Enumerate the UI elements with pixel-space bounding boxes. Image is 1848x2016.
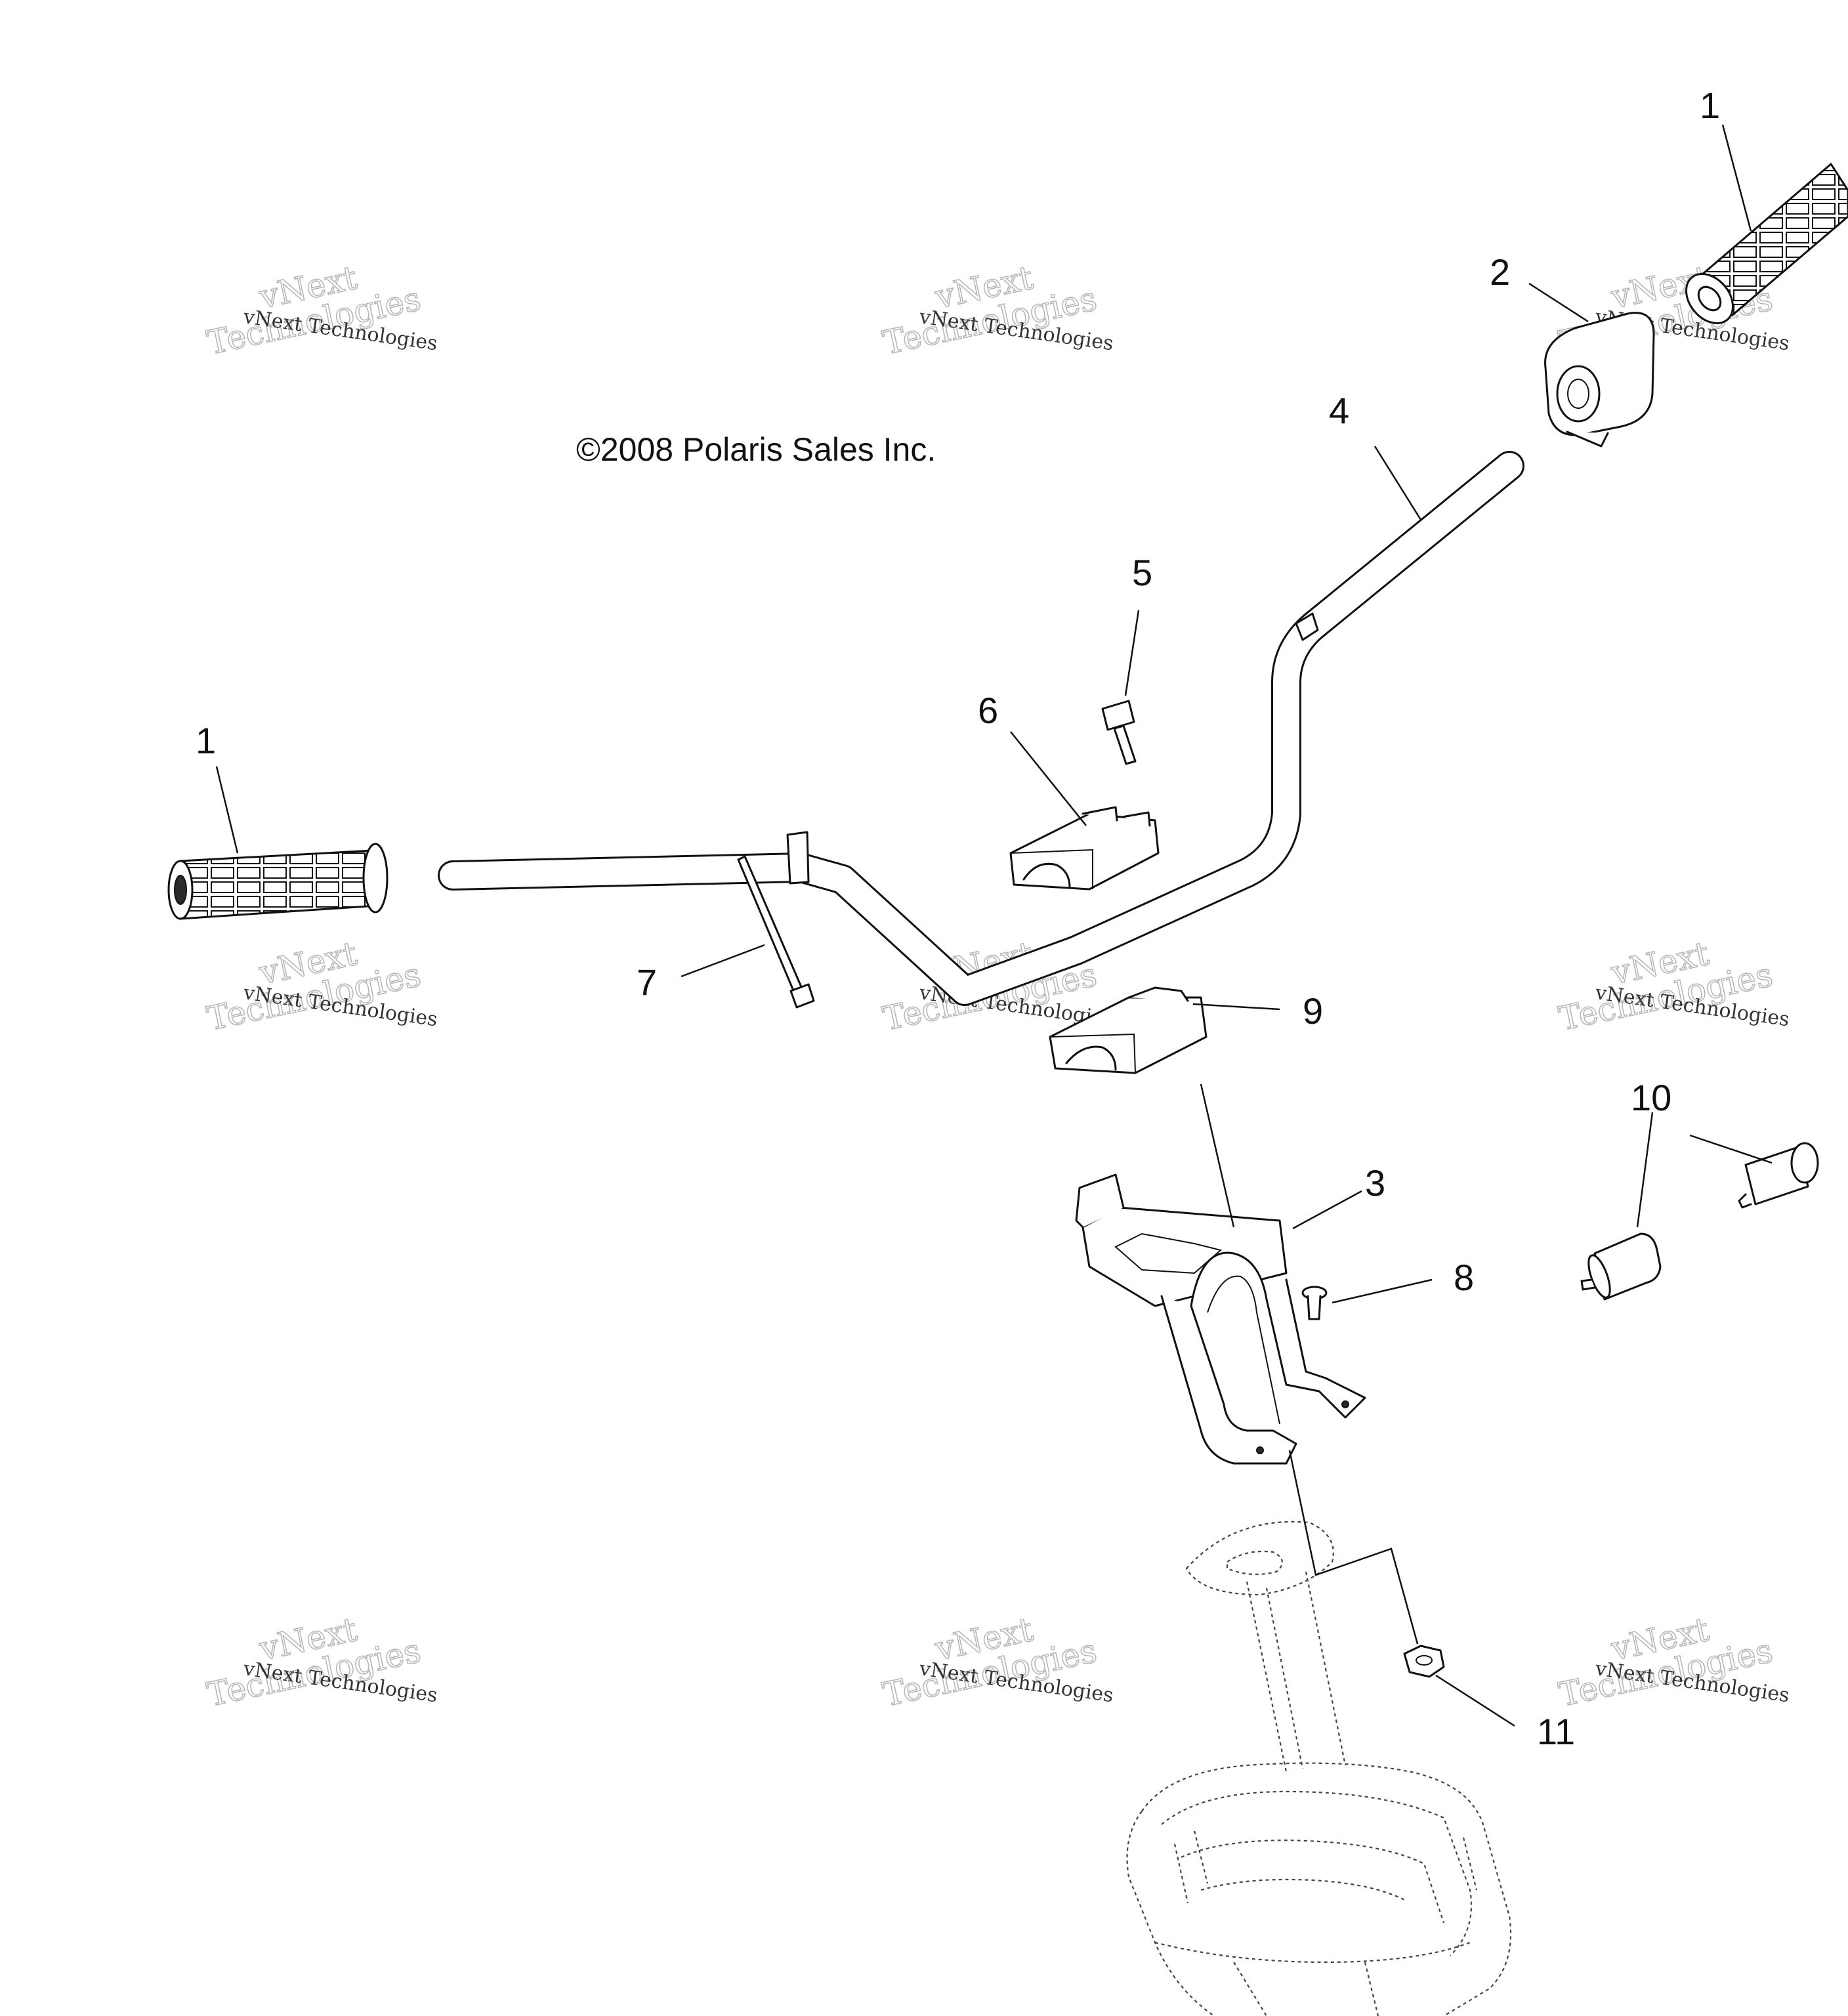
leader-lines	[215, 124, 1773, 1727]
watermark: vNext Technologies vNext Technologies	[203, 258, 439, 362]
callout-label: 7	[637, 961, 657, 1003]
watermark: vNext Technologies vNext Technologies	[1555, 934, 1791, 1038]
callout-label: 5	[1132, 552, 1152, 593]
watermark: vNext Technologies vNext Technologies	[1555, 1610, 1791, 1714]
callout-label: 10	[1631, 1077, 1671, 1118]
callout-label: 2	[1490, 251, 1510, 293]
grip-right	[1685, 162, 1848, 325]
watermark: vNext Technologies vNext Technologies	[203, 934, 439, 1038]
throttle-housing	[1544, 312, 1655, 448]
callout-label: 3	[1365, 1162, 1385, 1204]
clamp-upper	[1009, 806, 1160, 891]
bracket	[1075, 1173, 1366, 1465]
callout-label: 11	[1537, 1711, 1575, 1752]
copyright-notice: ©2008 Polaris Sales Inc.	[576, 431, 936, 468]
callout-labels: 1 2 4 5 6 1 7 9 10 3 8 11	[196, 85, 1720, 1752]
bolt	[1101, 700, 1137, 765]
cable-tie	[737, 855, 815, 1009]
callout-label: 8	[1454, 1257, 1474, 1298]
callout-label: 9	[1303, 990, 1323, 1032]
clamp-lower	[1049, 986, 1208, 1074]
handlebar	[438, 451, 1524, 1006]
nut	[1403, 1645, 1445, 1678]
steering-post-frame-phantom	[1126, 1521, 1512, 2016]
watermark: vNext Technologies vNext Technologies	[879, 258, 1115, 362]
grip-left	[167, 843, 388, 920]
watermark: vNext Technologies vNext Technologies	[879, 1610, 1115, 1714]
callout-label: 1	[196, 720, 216, 761]
callout-label: 4	[1329, 390, 1349, 431]
watermark: vNext Technologies vNext Technologies	[203, 1610, 439, 1714]
callout-label: 6	[978, 690, 998, 731]
screw	[1301, 1286, 1328, 1320]
switch-assembly	[1580, 1142, 1819, 1301]
callout-label: 1	[1700, 85, 1720, 126]
